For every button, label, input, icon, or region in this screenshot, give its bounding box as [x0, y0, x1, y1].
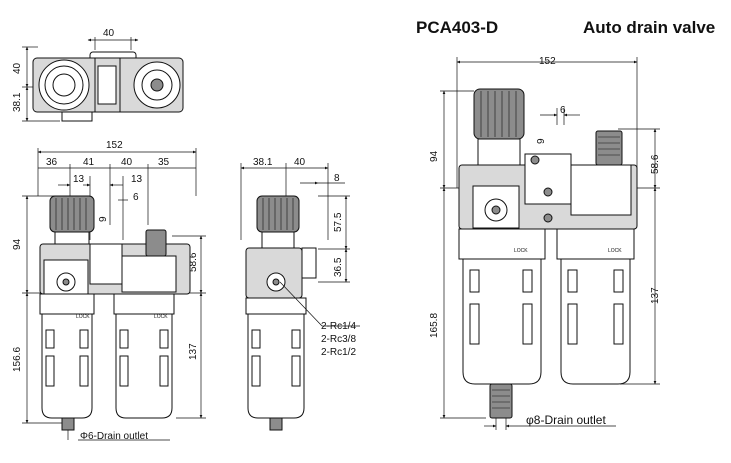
front-seg-c-dim: 40 [121, 157, 133, 168]
auto-offset-tiny-dim: 9 [536, 138, 547, 144]
auto-lower-height-dim: 165.8 [429, 313, 440, 338]
front-offset-small-dim: 6 [133, 192, 139, 203]
front-offset-right-dim: 13 [131, 174, 143, 185]
front-lower-height-dim: 156.6 [12, 347, 23, 372]
auto-right-lower-dim: 137 [650, 287, 661, 304]
side-view: 38.1 40 8 57.5 36.5 2-Rc1/4 2-Rc3/8 2-Rc… [240, 157, 360, 431]
front-right-lower-dim: 137 [188, 343, 199, 360]
side-h2-dim: 36.5 [333, 257, 344, 277]
side-width-right-dim: 40 [294, 157, 306, 168]
front-seg-a-dim: 36 [46, 157, 58, 168]
auto-offset-small-dim: 6 [560, 105, 566, 116]
side-h1-dim: 57.5 [333, 212, 344, 232]
auto-drain-view: 152 6 9 94 165.8 58.6 137 [429, 56, 661, 430]
side-offset-dim: 8 [334, 173, 340, 184]
front-view: 152 36 41 40 35 13 13 6 9 94 156.6 58.6 … [12, 140, 206, 442]
side-width-left-dim: 38.1 [253, 157, 273, 168]
variant-title: Auto drain valve [583, 18, 716, 37]
auto-right-lock: LOCK [608, 248, 622, 254]
front-left-lock: LOCK [76, 314, 90, 320]
front-upper-height-dim: 94 [12, 238, 23, 250]
auto-left-lock: LOCK [514, 248, 528, 254]
top-width-dim: 40 [103, 28, 115, 39]
top-height-lower-dim: 38.1 [12, 92, 23, 112]
front-right-lock: LOCK [154, 314, 168, 320]
front-offset-left-dim: 13 [73, 174, 85, 185]
front-drain-label: Φ6-Drain outlet [80, 431, 148, 442]
auto-right-upper-dim: 58.6 [650, 154, 661, 174]
front-seg-b-dim: 41 [83, 157, 95, 168]
front-overall-width-dim: 152 [106, 140, 123, 151]
side-port-1: 2-Rc1/4 [321, 321, 356, 332]
auto-drain-label: φ8-Drain outlet [526, 413, 606, 427]
model-title: PCA403-D [416, 18, 499, 37]
side-port-2: 2-Rc3/8 [321, 334, 356, 345]
front-offset-tiny-dim: 9 [98, 216, 109, 222]
front-right-upper-dim: 58.6 [188, 252, 199, 272]
side-port-3: 2-Rc1/2 [321, 347, 356, 358]
front-seg-d-dim: 35 [158, 157, 170, 168]
top-view: 40 40 38.1 [12, 28, 184, 122]
top-height-upper-dim: 40 [12, 62, 23, 74]
auto-overall-width-dim: 152 [539, 56, 556, 67]
auto-upper-height-dim: 94 [429, 150, 440, 162]
